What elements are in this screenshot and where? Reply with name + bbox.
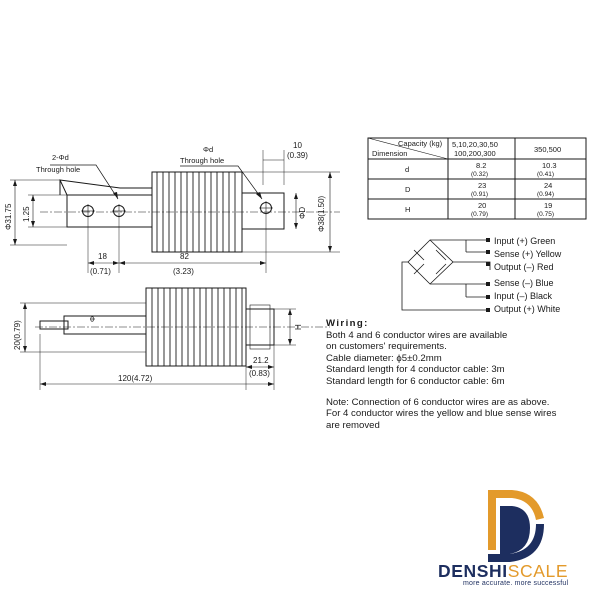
label-through-hole-right: Through hole <box>180 156 224 165</box>
table-row-name: D <box>405 185 411 194</box>
brand-name-part2: SCALE <box>507 561 569 581</box>
table-cell-in: (0.94) <box>537 191 554 198</box>
side-view <box>20 287 330 390</box>
dim-82-in: (3.23) <box>173 267 194 276</box>
table-cell-in: (0.41) <box>537 171 554 178</box>
table-cell: 24 <box>544 181 552 190</box>
spec-table-grid <box>367 137 587 220</box>
table-cell-in: (0.79) <box>471 211 488 218</box>
wire-label-sense-plus: Sense (+) Yellow <box>494 249 562 259</box>
table-cell: 8.2 <box>476 161 486 170</box>
dim-10: 10 <box>293 141 302 150</box>
dim-20: 20(0.79) <box>13 320 22 350</box>
wiring-line: Standard length for 6 conductor cable: 6… <box>326 375 505 387</box>
table-header-capacity: Capacity (kg) <box>398 139 443 148</box>
brand-tagline: more accurate. more successful <box>463 580 569 587</box>
dim-10-in: (0.39) <box>287 151 308 160</box>
table-cell: 20 <box>478 201 486 210</box>
table-header-dimension: Dimension <box>372 149 407 158</box>
dim-21-2-in: (0.83) <box>249 369 270 378</box>
wiring-line: Standard length for 4 conductor cable: 3… <box>326 364 505 376</box>
spec-table: Capacity (kg) Dimension 5,10,20,30,50 10… <box>372 139 561 218</box>
wire-label-input-plus: Input (+) Green <box>494 236 555 246</box>
label-through-hole-left: Through hole <box>36 165 80 174</box>
label-phi: Φ <box>88 316 97 322</box>
wire-label-input-minus: Input (–) Black <box>494 291 553 301</box>
dim-1-25: 1.25 <box>22 206 31 222</box>
dim-31-75: Φ31.75 <box>4 203 13 230</box>
dim-21-2: 21.2 <box>253 356 269 365</box>
dim-H: H <box>294 324 303 330</box>
wiring-labels: Input (+) Green Sense (+) Yellow Output … <box>494 236 562 314</box>
wiring-title: Wiring: <box>326 318 369 329</box>
table-col1-line2: 100,200,300 <box>454 149 496 158</box>
top-view-labels: 2-Φd Through hole Φd Through hole 10 (0.… <box>4 141 326 276</box>
wire-label-output-plus: Output (+) White <box>494 304 560 314</box>
dim-38: Φ38(1.50) <box>317 195 326 232</box>
dim-82: 82 <box>180 252 189 261</box>
dim-phi-D: ΦD <box>298 207 307 219</box>
wire-label-sense-minus: Sense (–) Blue <box>494 278 554 288</box>
denshi-logo-icon <box>488 490 544 562</box>
brand-name-part1: DENSHI <box>438 561 508 581</box>
table-cell: 23 <box>478 181 486 190</box>
table-cell-in: (0.32) <box>471 171 488 178</box>
table-cell: 10.3 <box>542 161 557 170</box>
dim-18: 18 <box>98 252 107 261</box>
wiring-notes: Wiring: Both 4 and 6 conductor wires are… <box>326 318 591 431</box>
wiring-line: Both 4 and 6 conductor wires are availab… <box>326 329 508 341</box>
wiring-note: are removed <box>326 419 380 431</box>
wiring-note: Note: Connection of 6 conductor wires ar… <box>326 396 550 408</box>
side-view-labels: 20(0.79) Φ H 21.2 (0.83) 120(4.72) <box>13 316 303 383</box>
table-row-name: d <box>405 165 409 174</box>
label-phid: Φd <box>203 145 213 154</box>
wiring-line: on customers' requirements. <box>326 341 447 353</box>
wiring-note: For 4 conductor wires the yellow and blu… <box>326 408 557 420</box>
table-col2: 350,500 <box>534 145 561 154</box>
dim-18-in: (0.71) <box>90 267 111 276</box>
wiring-diagram <box>401 239 491 311</box>
table-cell: 19 <box>544 201 552 210</box>
wire-label-output-minus: Output (–) Red <box>494 262 554 272</box>
table-cell-in: (0.91) <box>471 191 488 198</box>
dim-120: 120(4.72) <box>118 374 153 383</box>
table-col1-line1: 5,10,20,30,50 <box>452 140 498 149</box>
wiring-line: Cable diameter: ϕ5±0.2mm <box>326 352 442 364</box>
brand-name: DENSHISCALE <box>438 561 568 582</box>
table-row-name: H <box>405 205 410 214</box>
top-view <box>10 150 340 273</box>
table-cell-in: (0.75) <box>537 211 554 218</box>
label-2phid: 2-Φd <box>52 153 69 162</box>
